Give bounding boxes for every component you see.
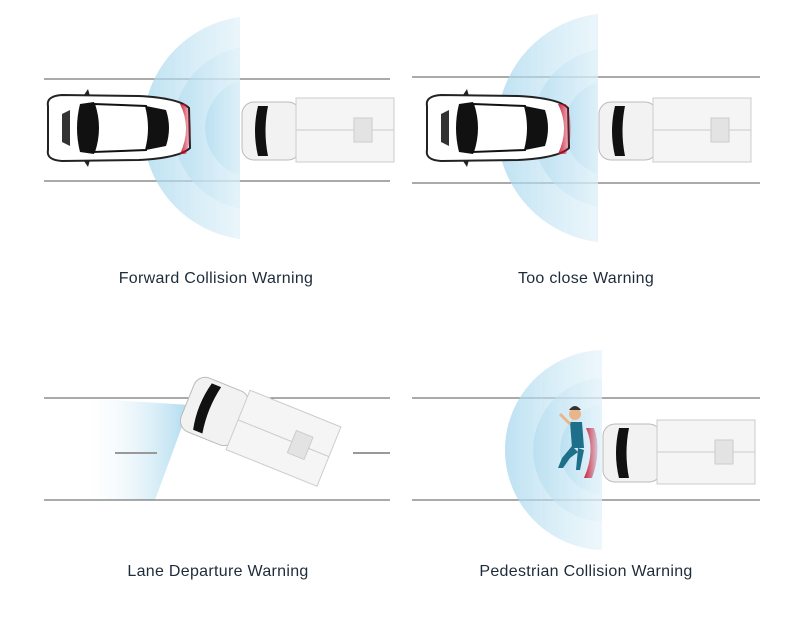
too-close-scene xyxy=(412,8,796,248)
lane-departure-scene xyxy=(44,369,390,501)
panel-title-lane-departure: Lane Departure Warning xyxy=(127,563,309,580)
truck-icon xyxy=(598,97,752,163)
car-icon xyxy=(46,88,192,168)
pedestrian-icon xyxy=(558,406,584,470)
panel-title-pedestrian-collision: Pedestrian Collision Warning xyxy=(479,563,693,580)
truck-icon xyxy=(241,97,395,163)
panel-title-forward-collision: Forward Collision Warning xyxy=(118,270,314,287)
alert-glow xyxy=(180,104,191,154)
car-icon xyxy=(425,88,570,168)
truck-icon xyxy=(175,369,342,487)
pedestrian-collision-scene xyxy=(412,340,792,570)
alert-glow xyxy=(558,104,571,154)
forward-collision-scene xyxy=(44,10,400,240)
truck-icon xyxy=(602,419,756,485)
alert-glow xyxy=(584,428,598,478)
panel-title-too-close: Too close Warning xyxy=(517,270,655,287)
headlight-beam xyxy=(80,398,190,500)
